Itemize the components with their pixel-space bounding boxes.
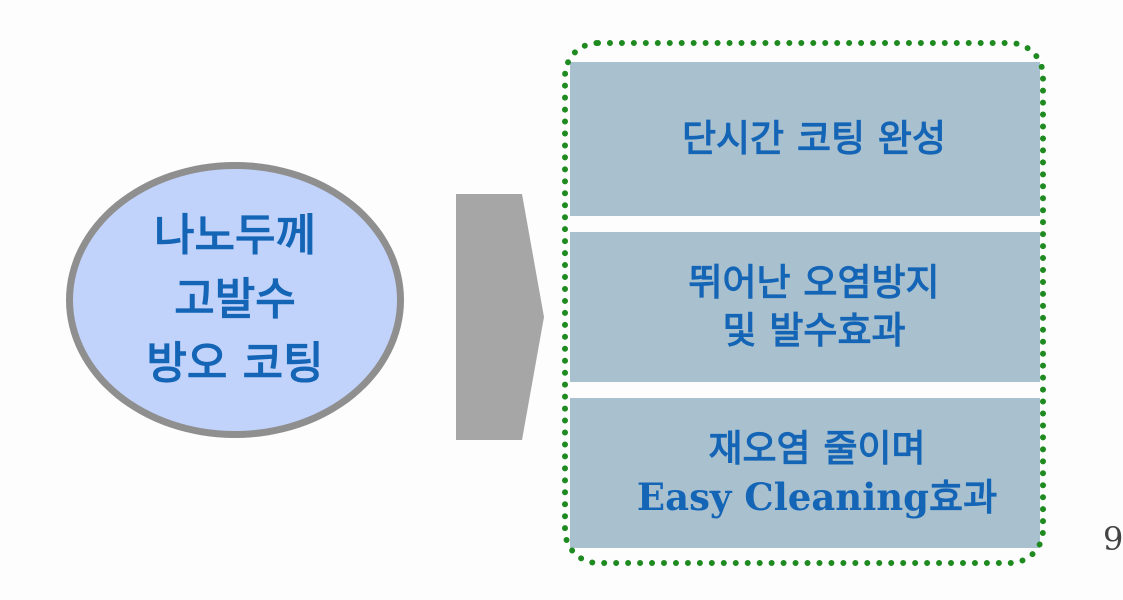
effect-antifouling-text: 뛰어난 오염방지 [688, 261, 940, 304]
right-arrow-icon [456, 194, 544, 440]
page-number: 9 [1103, 520, 1123, 558]
effect-box-antifouling: 뛰어난 오염방지 및 발수효과 [570, 232, 1040, 382]
effect-box-easy-cleaning: 재오염 줄이며 Easy Cleaning효과 [570, 398, 1040, 548]
effect-easy-cleaning-text: Easy Cleaning효과 [636, 475, 998, 519]
circle-line-2: 고발수 [174, 274, 296, 325]
effect-box-quick-coating: 단시간 코팅 완성 [570, 62, 1040, 216]
effect-water-repellent-text: 및 발수효과 [722, 309, 906, 352]
effect-quick-coating-text: 단시간 코팅 완성 [681, 117, 947, 160]
effect-recontamination-text: 재오염 줄이며 [708, 427, 926, 470]
nano-coating-circle: 나노두께 고발수 방오 코팅 [66, 162, 404, 438]
circle-line-3: 방오 코팅 [146, 338, 324, 389]
circle-line-1: 나노두께 [154, 210, 316, 261]
